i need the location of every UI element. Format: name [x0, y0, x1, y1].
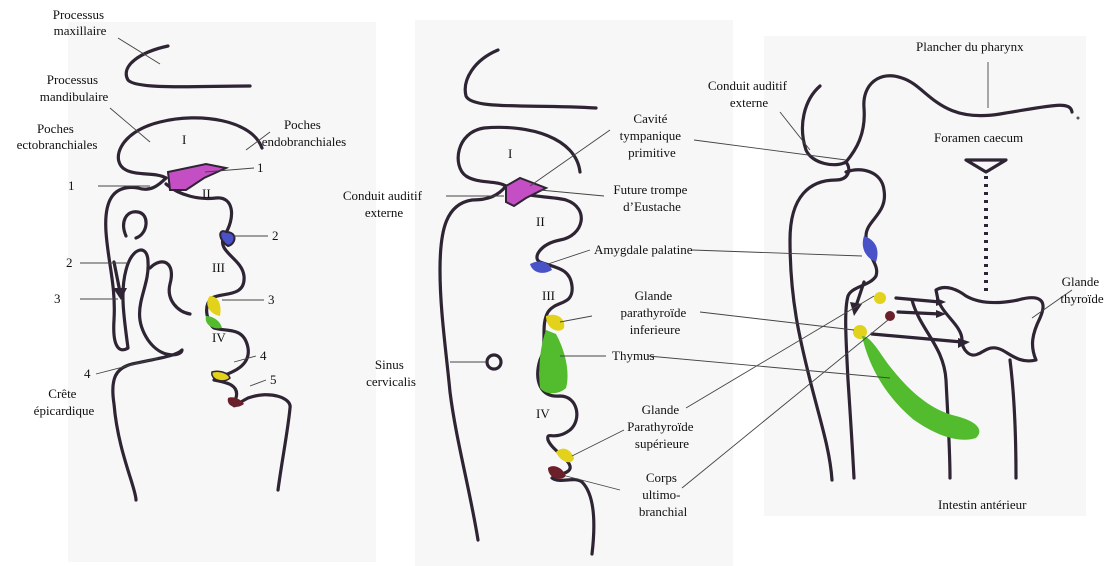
label-processus-maxillaire: Processus maxillaire [53, 7, 108, 38]
middle-arch-label-iv: IV [536, 406, 550, 421]
label-endo-4: 4 [260, 348, 267, 363]
label-foramen-caecum: Foramen caecum [934, 130, 1023, 145]
label-ecto-4: 4 [84, 366, 91, 381]
left-arch-label-iv: IV [212, 330, 226, 345]
label-amygdale-palatine: Amygdale palatine [594, 242, 693, 257]
label-ecto-3: 3 [54, 291, 61, 306]
label-thymus: Thymus [612, 348, 655, 363]
right-arrow-mid-2 [898, 312, 940, 314]
left-arch-label-ii: II [202, 186, 211, 201]
left-arch-label-i: I [182, 132, 186, 147]
middle-arch-label-ii: II [536, 214, 545, 229]
middle-arch-label-i: I [508, 146, 512, 161]
label-ecto-1: 1 [68, 178, 75, 193]
right-ultimobranchial-dark [885, 311, 895, 321]
label-intestin-anterieur: Intestin antérieur [938, 497, 1027, 512]
left-arch-label-iii: III [212, 260, 225, 275]
right-parathyroid-sup-yellow [874, 292, 886, 304]
middle-arch-label-iii: III [542, 288, 555, 303]
label-plancher-pharynx: Plancher du pharynx [916, 39, 1024, 54]
label-endo-3: 3 [268, 292, 275, 307]
label-ecto-2: 2 [66, 255, 73, 270]
label-endo-1: 1 [257, 160, 264, 175]
label-endo-2: 2 [272, 228, 279, 243]
right-panel-speck [1077, 117, 1080, 120]
middle-panel-background [415, 20, 733, 566]
label-endo-5: 5 [270, 372, 277, 387]
